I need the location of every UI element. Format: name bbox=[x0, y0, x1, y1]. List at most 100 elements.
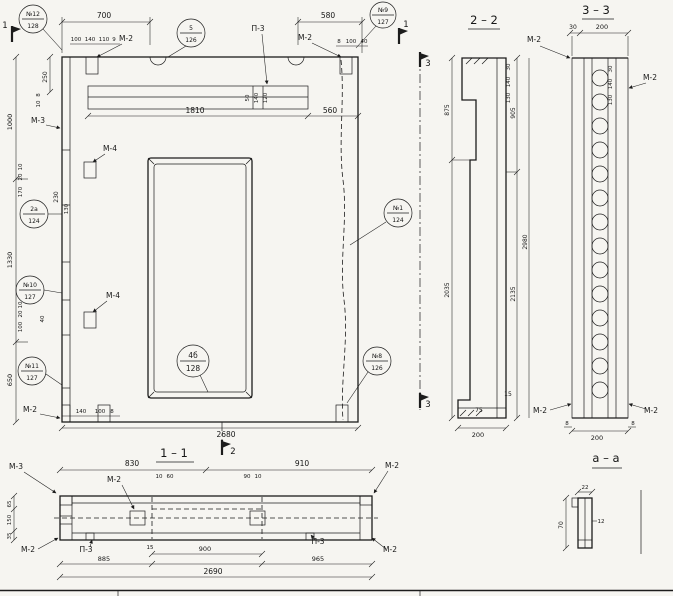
dim-910: 910 bbox=[295, 459, 310, 468]
label-m4-upper: М-4 bbox=[103, 144, 117, 153]
dim-830: 830 bbox=[125, 459, 140, 468]
cut-mark-3-top: 3 bbox=[425, 59, 430, 69]
dim-40-low: 40 bbox=[40, 315, 46, 322]
callout-no11-top: №11 bbox=[25, 363, 39, 370]
dim-1000: 1000 bbox=[6, 114, 14, 131]
callout-no10-bot: 127 bbox=[24, 294, 36, 301]
dim-30-s33-top: 30 bbox=[569, 24, 577, 31]
label-m2-s11-tr: М-2 bbox=[385, 461, 399, 470]
dim-140-tl: 140 bbox=[85, 37, 96, 43]
label-m2-s11-bl: М-2 bbox=[21, 545, 35, 554]
callout-no9-top: №9 bbox=[378, 7, 388, 14]
dim-2980: 2980 bbox=[522, 234, 529, 249]
section-3-3: 3 – 3 30 200 30 140 130 М-2 М-2 М-2 8 8 bbox=[533, 3, 658, 442]
dim-150-s11: 150 bbox=[7, 514, 13, 525]
dim-8-s33-l: 8 bbox=[565, 421, 569, 427]
dim-90-s11: 90 bbox=[244, 474, 251, 480]
label-p3-s11-left: П-3 bbox=[79, 545, 92, 554]
void-cores bbox=[591, 69, 609, 399]
callout-no11-bot: 127 bbox=[26, 375, 38, 382]
dim-905: 905 bbox=[510, 107, 517, 119]
dim-22-aa: 22 bbox=[582, 485, 589, 491]
dim-8-s33-r: 8 bbox=[631, 421, 635, 427]
dim-10-chain: 10 bbox=[18, 163, 24, 170]
door-opening-inner bbox=[153, 163, 247, 393]
joint-dashed-line bbox=[340, 59, 346, 421]
callout-no8: №8 126 bbox=[346, 346, 392, 404]
section-cut-flags: 1 1 2 3 3 bbox=[2, 20, 430, 457]
dim-65-s11: 65 bbox=[7, 500, 13, 507]
lintel-band bbox=[87, 85, 309, 110]
dim-20-low: 20 bbox=[18, 310, 24, 317]
dim-20-chain: 20 bbox=[18, 173, 24, 180]
dim-10-left: 10 bbox=[36, 100, 42, 107]
callout-no12-bot: 128 bbox=[27, 23, 39, 30]
section-a-a-title: а – а bbox=[592, 451, 619, 465]
dim-35-s11: 35 bbox=[7, 532, 13, 539]
label-m3-s11: М-3 bbox=[9, 462, 23, 471]
embed-plate-m4-upper bbox=[83, 161, 97, 179]
dim-70-aa: 70 bbox=[558, 521, 565, 529]
dim-1330: 1330 bbox=[6, 252, 14, 269]
dim-875: 875 bbox=[444, 104, 451, 116]
callout-no8-bot: 126 bbox=[371, 365, 383, 372]
dim-140-band: 140 bbox=[254, 92, 260, 103]
dim-2690: 2690 bbox=[203, 567, 222, 576]
callout-no11: №11 127 bbox=[17, 356, 63, 386]
callout-no12: №12 128 bbox=[18, 4, 63, 51]
lifting-notch bbox=[149, 56, 167, 66]
label-m2-s33-tr: М-2 bbox=[643, 73, 657, 82]
label-m4-lower: М-4 bbox=[106, 291, 120, 300]
callout-pos5-bot: 126 bbox=[185, 37, 197, 44]
main-elevation-view bbox=[61, 56, 421, 442]
lifting-notch bbox=[287, 56, 305, 66]
dim-10-s11b: 10 bbox=[255, 474, 262, 480]
section-1-1-title: 1 – 1 bbox=[160, 446, 188, 460]
callout-no8-top: №8 bbox=[372, 353, 382, 360]
dim-40-tr: 40 bbox=[361, 39, 368, 45]
main-view-mark-labels: М-2 М-2 П-3 М-3 М-4 М-4 М-2 bbox=[23, 24, 342, 420]
embed-plate-s11-left bbox=[129, 510, 146, 526]
callout-no1: №1 124 bbox=[349, 198, 413, 246]
label-m2-main-tr: М-2 bbox=[298, 33, 312, 42]
section-3-3-title: 3 – 3 bbox=[582, 3, 610, 17]
dim-30-s33: 30 bbox=[608, 65, 614, 72]
dim-120-band: 120 bbox=[263, 92, 269, 103]
dim-8-tr: 8 bbox=[337, 39, 341, 45]
label-m2-main-bl: М-2 bbox=[23, 405, 37, 414]
label-m2-s33-br: М-2 bbox=[644, 406, 658, 415]
dim-15-s22: 15 bbox=[504, 391, 512, 398]
dim-965: 965 bbox=[312, 555, 324, 563]
dim-900: 900 bbox=[199, 545, 211, 553]
dim-100-tl: 100 bbox=[71, 37, 82, 43]
main-view-texts: 700 580 100 140 110 9 8 100 40 1810 560 … bbox=[6, 11, 368, 439]
callout-pos4b-top: 4б bbox=[188, 351, 198, 360]
label-p3-s11-right: П-3 bbox=[311, 537, 324, 546]
sheet-frame bbox=[0, 589, 673, 596]
dim-560: 560 bbox=[323, 106, 338, 115]
dim-10-low: 10 bbox=[18, 301, 24, 308]
dim-580: 580 bbox=[321, 11, 336, 20]
cut-mark-3-bottom: 3 bbox=[425, 400, 430, 410]
label-m2-s22: М-2 bbox=[527, 35, 541, 44]
embed-plate-corner bbox=[61, 404, 71, 423]
dim-130-s22: 130 bbox=[506, 92, 512, 103]
dim-75-s22: 75 bbox=[475, 407, 483, 414]
callout-pos4b: 4б 128 bbox=[176, 344, 210, 393]
label-p3-main: П-3 bbox=[251, 24, 264, 33]
section-2-2-profile bbox=[457, 57, 507, 419]
main-view-dimensions bbox=[12, 17, 368, 432]
label-m2-s11-mid: М-2 bbox=[107, 475, 121, 484]
door-opening-outer bbox=[147, 157, 253, 399]
callout-no9: №9 127 bbox=[355, 1, 397, 49]
callout-bubbles: №12 128 5 126 №9 127 2а 124 №10 127 bbox=[15, 1, 413, 404]
embed-plate-tr bbox=[339, 56, 353, 75]
dim-60-s11: 60 bbox=[167, 474, 174, 480]
dim-30-s22: 30 bbox=[506, 63, 512, 70]
label-m2-main-tl: М-2 bbox=[119, 34, 133, 43]
callout-pos5: 5 126 bbox=[167, 18, 206, 58]
callout-no10-top: №10 bbox=[23, 282, 37, 289]
dim-200-s33-bot: 200 bbox=[591, 434, 603, 442]
cut-mark-1-left: 1 bbox=[2, 21, 7, 31]
